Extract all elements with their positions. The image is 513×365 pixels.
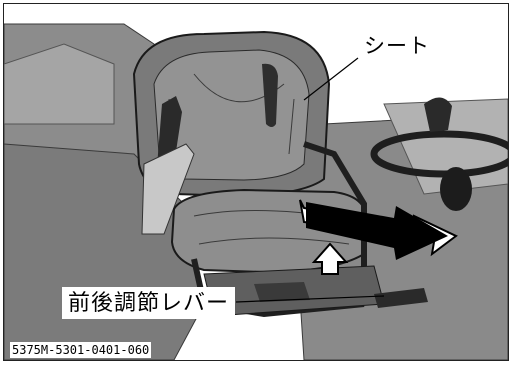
lever-leader-line bbox=[235, 295, 385, 303]
slide-arrow bbox=[306, 202, 448, 260]
seat-leader-line bbox=[303, 57, 359, 101]
control-knob bbox=[440, 167, 472, 211]
seat-illustration bbox=[4, 4, 508, 360]
seat-frame-right bbox=[303, 141, 367, 294]
steering-wheel bbox=[370, 130, 508, 178]
figure-code: 5375M-5301-0401-060 bbox=[10, 342, 152, 358]
left-panel-highlight bbox=[4, 43, 115, 125]
lever-handle bbox=[374, 288, 428, 308]
lift-arrow bbox=[311, 242, 349, 275]
seat-rail-block bbox=[254, 282, 310, 302]
lever-callout-label: 前後調節レバー bbox=[62, 287, 236, 319]
armrest-bracket bbox=[141, 143, 195, 235]
figure-frame: シート 前後調節レバー 5375M-5301-0401-060 bbox=[3, 3, 509, 361]
gear-knob bbox=[424, 97, 452, 132]
seat-callout-label: シート bbox=[360, 32, 434, 60]
seat-back-slot bbox=[262, 63, 278, 127]
